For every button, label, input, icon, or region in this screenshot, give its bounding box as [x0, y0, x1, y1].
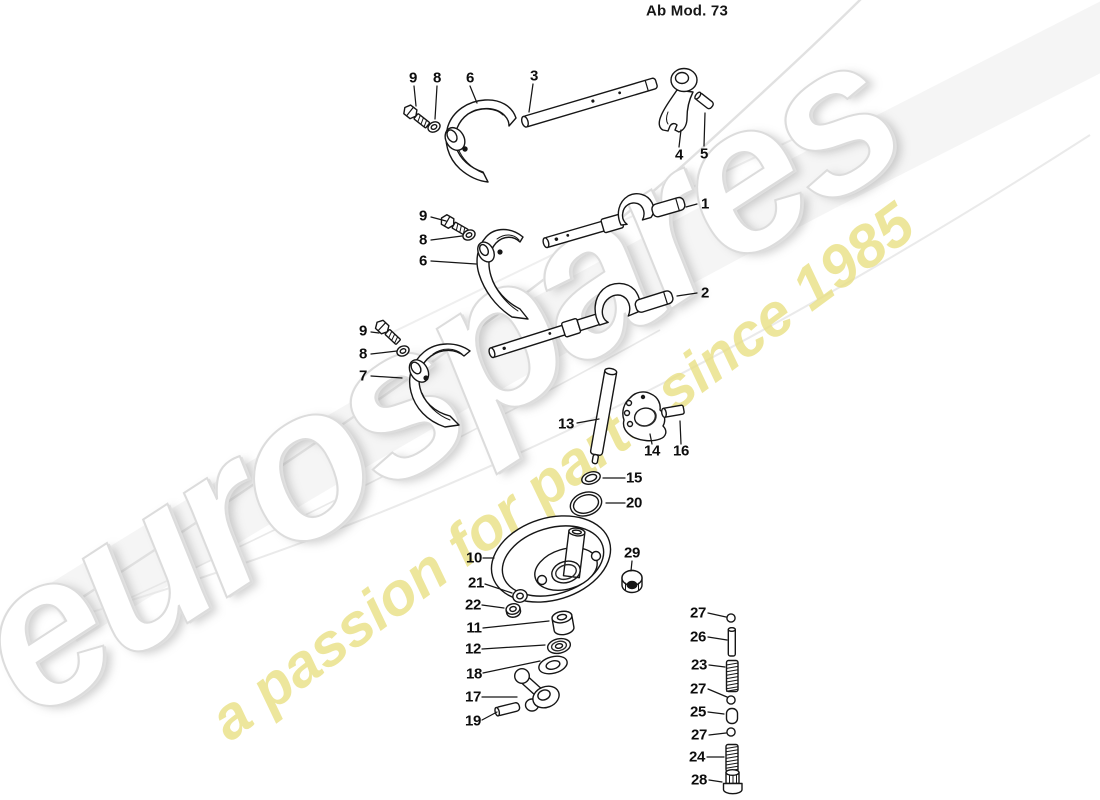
ball-27b: [726, 695, 736, 705]
shift-rod-2: [488, 282, 674, 359]
shift-fork-6-mid: [476, 228, 529, 320]
page-title: Ab Mod. 73: [645, 2, 729, 20]
bearing-12: [546, 637, 572, 655]
ball-joint-17: [514, 668, 560, 712]
pin-16: [660, 404, 685, 418]
shift-fork-6-top: [444, 99, 517, 183]
shift-fork-7: [408, 343, 471, 428]
selector-base-10: [490, 515, 612, 603]
shift-rod-3: [520, 77, 658, 128]
clamp-14: [622, 391, 667, 442]
shift-rod-1: [542, 193, 686, 249]
o-ring-20: [569, 491, 603, 517]
pin-26: [727, 627, 736, 657]
bolt-9-low: [372, 317, 403, 347]
seal-ring-15: [581, 471, 601, 485]
spring-23: [725, 659, 739, 693]
washer-18: [538, 655, 568, 675]
knob-29: [621, 569, 643, 594]
nut-22: [505, 603, 522, 618]
plug-28: [722, 769, 743, 795]
spring-24: [725, 743, 739, 773]
washer-8-low: [394, 343, 412, 359]
bolt-9-top: [400, 102, 432, 131]
ball-27c: [726, 727, 736, 737]
shift-lever-4: [658, 67, 698, 133]
plunger-25: [725, 707, 739, 725]
pin-19: [494, 702, 521, 717]
washer-21: [512, 589, 528, 603]
pin-5: [694, 91, 714, 110]
shift-rod-13: [589, 367, 618, 465]
ball-27a: [726, 613, 736, 623]
bushing-11: [551, 610, 575, 636]
